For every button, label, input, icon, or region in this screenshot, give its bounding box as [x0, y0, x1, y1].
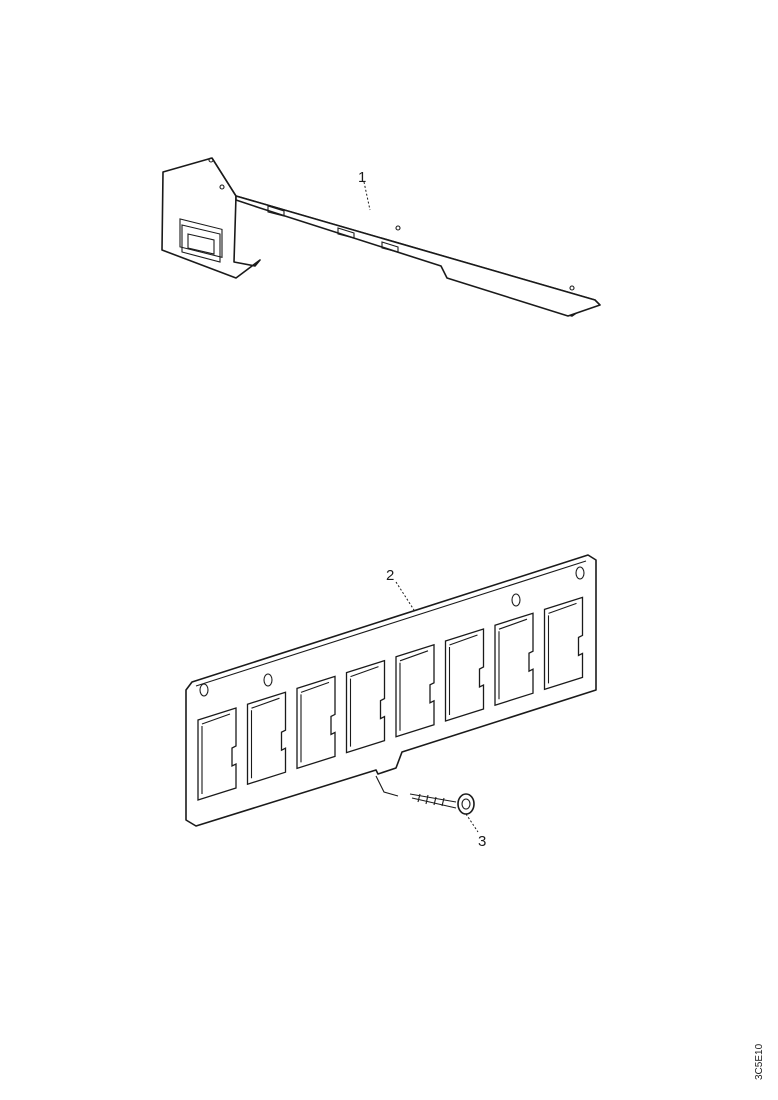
panel-slot-edge: [250, 697, 280, 779]
panel-slot-edge: [498, 618, 528, 700]
bracket-part: 1: [161, 157, 601, 317]
panel-slot-edge: [300, 681, 330, 763]
panel-slot: [543, 596, 584, 691]
screw-part: 3: [375, 775, 486, 850]
panel-slots: [197, 596, 584, 801]
panel-slot-edge: [399, 650, 429, 731]
panel-slot: [197, 707, 237, 801]
panel-slot: [444, 628, 485, 722]
panel-slot: [494, 612, 534, 707]
callout-2: 2: [386, 567, 394, 584]
panel-slot-edge: [448, 634, 478, 715]
panel-slot: [246, 691, 287, 786]
panel-slot: [395, 643, 435, 738]
panel-part: 2: [185, 554, 597, 827]
panel-slot-edge: [201, 713, 231, 794]
panel-slot-edge: [349, 666, 379, 747]
panel-slot: [296, 675, 336, 770]
callout-1: 1: [358, 169, 366, 186]
panel-slot: [345, 659, 386, 754]
panel-slot-edge: [547, 602, 577, 684]
figure-id: 3C5E10: [754, 1043, 765, 1080]
callout-3: 3: [478, 833, 486, 850]
